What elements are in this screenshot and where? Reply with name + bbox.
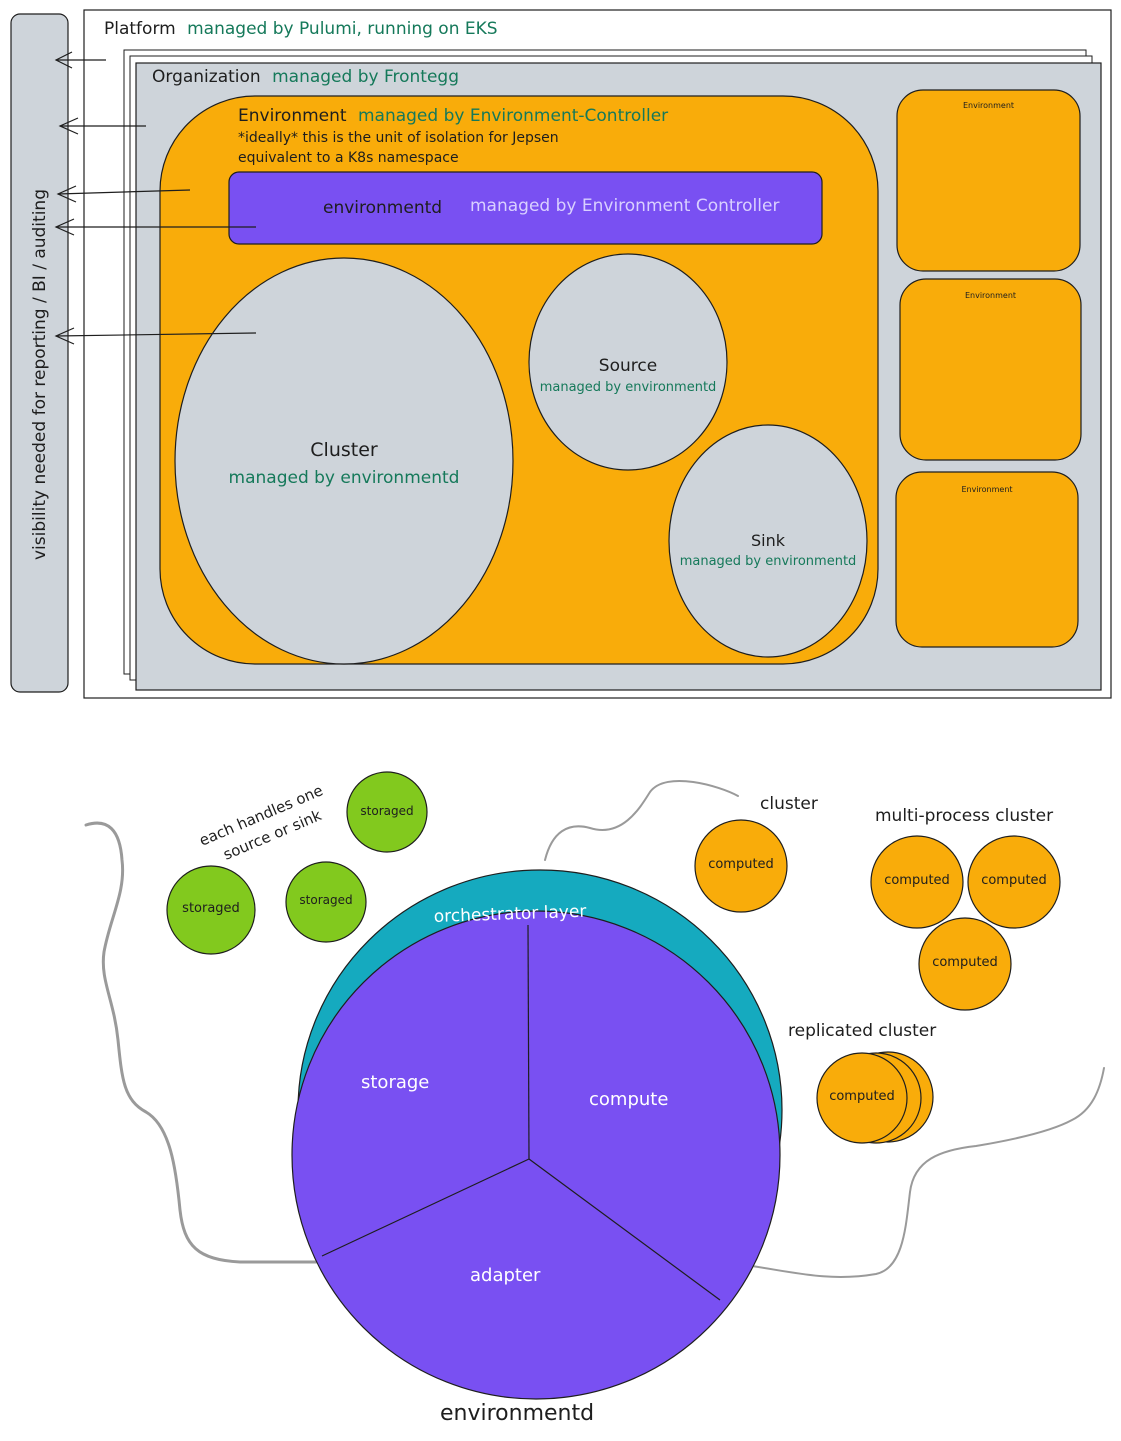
source-title: Source bbox=[598, 356, 658, 376]
storaged-circle-2 bbox=[285, 861, 367, 943]
environment-note-line1: *ideally* this is the unit of isolation … bbox=[238, 130, 559, 146]
sink-ellipse bbox=[668, 424, 868, 658]
environmentd-circle bbox=[291, 910, 781, 1400]
environmentd-bar-name: environmentd bbox=[323, 198, 443, 218]
organization-title-text: Organization bbox=[152, 67, 261, 87]
visibility-arrows bbox=[54, 51, 257, 345]
replicated-cluster-heading: replicated cluster bbox=[788, 1021, 937, 1041]
environmentd-bar bbox=[228, 171, 823, 245]
environment-title: Environment managed by Environment-Contr… bbox=[238, 106, 669, 127]
storaged-label-2: storaged bbox=[299, 893, 353, 907]
side-environment-box-3 bbox=[895, 471, 1079, 648]
compute-section-label: compute bbox=[589, 1089, 669, 1110]
multi-computed-circle-1 bbox=[870, 835, 964, 929]
multi-computed-label-1: computed bbox=[884, 873, 950, 888]
environment-note-line2: equivalent to a K8s namespace bbox=[238, 150, 459, 166]
side-environment-box-1 bbox=[896, 89, 1081, 272]
cluster-ellipse bbox=[174, 257, 514, 665]
organization-managed-text: managed by Frontegg bbox=[272, 67, 460, 87]
sink-managed: managed by environmentd bbox=[679, 554, 857, 569]
storaged-label-3: storaged bbox=[182, 901, 240, 916]
adapter-section-label: adapter bbox=[470, 1265, 541, 1286]
sink-title: Sink bbox=[750, 531, 785, 550]
connector-top bbox=[544, 779, 739, 861]
cluster-computed-label: computed bbox=[708, 857, 774, 872]
organization-title: Organization managed by Frontegg bbox=[152, 67, 460, 88]
connector-left bbox=[84, 821, 320, 1264]
side-environment-label-2: Environment bbox=[964, 291, 1017, 300]
environment-managed-text: managed by Environment-Controller bbox=[357, 106, 669, 126]
platform-title-text: Platform bbox=[104, 19, 176, 39]
cluster-title: Cluster bbox=[310, 439, 378, 461]
multi-computed-label-3: computed bbox=[932, 955, 998, 970]
storaged-circle-1 bbox=[346, 771, 428, 853]
multi-computed-circle-2 bbox=[967, 835, 1061, 929]
platform-title: Platform managed by Pulumi, running on E… bbox=[104, 19, 498, 40]
sidebar-label: visibility needed for reporting / BI / a… bbox=[30, 189, 50, 560]
side-environment-label-1: Environment bbox=[962, 101, 1015, 110]
multi-computed-circle-3 bbox=[918, 917, 1012, 1011]
multi-process-cluster-heading: multi-process cluster bbox=[875, 806, 1054, 826]
environmentd-caption: environmentd bbox=[440, 1401, 595, 1426]
multi-computed-label-2: computed bbox=[981, 873, 1047, 888]
environmentd-bar-managed: managed by Environment Controller bbox=[470, 196, 780, 216]
side-environment-box-2 bbox=[899, 278, 1082, 461]
environment-title-text: Environment bbox=[238, 106, 347, 126]
storage-section-label: storage bbox=[361, 1072, 430, 1093]
cluster-computed-circle bbox=[694, 819, 788, 913]
cluster-managed: managed by environmentd bbox=[228, 468, 460, 488]
sidebar-box bbox=[10, 13, 69, 693]
environmentd-dividers bbox=[321, 924, 721, 1301]
source-ellipse bbox=[528, 253, 728, 471]
side-environment-label-3: Environment bbox=[961, 485, 1013, 494]
storaged-label-1: storaged bbox=[360, 804, 414, 818]
storaged-circle-3 bbox=[166, 865, 256, 955]
platform-managed-text: managed by Pulumi, running on EKS bbox=[187, 19, 498, 39]
replicated-computed-label: computed bbox=[829, 1089, 895, 1104]
source-managed: managed by environmentd bbox=[539, 380, 717, 395]
connector-right bbox=[751, 1067, 1105, 1278]
cluster-heading: cluster bbox=[760, 794, 818, 814]
replicated-computed-circle bbox=[816, 1052, 908, 1144]
